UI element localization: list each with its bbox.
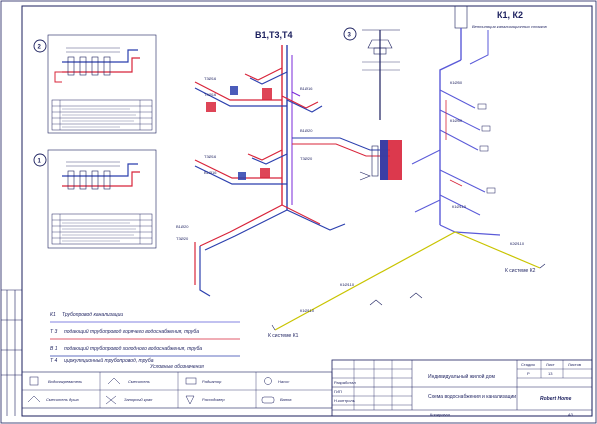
project-name: Индивидуальный жилой дом [428,373,495,380]
radiator-icon [185,377,197,385]
legend-text: циркуляционный трубопровод, труба [64,357,154,364]
inset-3: 3 [343,27,400,120]
symbols-title: Условные обозначения [150,364,204,370]
water-heater-icon [29,376,39,386]
pipe-tag: В1Ø20 [300,128,313,133]
inset-1-number: 1 [38,159,42,165]
flowmeter-icon [185,395,195,405]
inset-2-frame [47,34,157,134]
pipe-tag: В1Ø16 [204,170,217,175]
outlet-k2-label: К системе К2 [505,268,536,274]
symbol-label: Насос [278,379,289,384]
pipe-tag: Т3Ø16 [204,76,217,81]
sewer-scheme: К1Ø50 К1Ø50 К1Ø110 К2Ø110 К1Ø110 К1Ø110 … [268,5,546,339]
copied-label: Копировал [430,412,451,417]
side-note: Вентиляция канализационных стояков [472,24,547,29]
pipe-tag: К1Ø50 [450,118,463,123]
legend-text: подающий трубопровод холодного водоснабж… [64,345,202,352]
symbol-label: Запорный кран [124,397,153,402]
legend-text: подающий трубопровод горячего водоснабже… [64,328,199,335]
inset-3-number: 3 [348,33,352,39]
sewer-scheme-title: К1, К2 [497,10,523,20]
legend-code: К1 [50,312,56,318]
inset-1: 1 [33,149,157,249]
pipe-tag: Т3Ø16 [204,154,217,159]
legend-code: В 1 [50,346,58,352]
pipe-tag: К1Ø110 [452,204,467,209]
symbol-label: Ванна [280,397,292,402]
sheet-header: Лист [546,362,555,367]
pipe-tag: К1Ø50 [450,80,463,85]
symbol-label: Смеситель душа [46,397,79,402]
mixer-icon [107,377,121,385]
symbol-label: Расходомер [202,397,225,402]
inset-2-number: 2 [38,45,42,51]
water-supply-scheme: Т3Ø16 Т4Ø16 В1Ø16 Т3Ø16 В1Ø16 В1Ø20 Т3Ø2… [176,45,402,297]
symbol-label: Радиатор [202,379,222,384]
inset-2-marker [33,39,47,53]
sheet-title: Схема водоснабжения и канализации [428,394,516,400]
pump-icon [264,377,272,385]
role-norm-control: Н.контроль [334,398,355,403]
stage-header: Стадия [521,362,535,367]
format-label: А3 [568,412,574,417]
role-developer: Разработал [334,380,356,385]
legend: К1 Трубопровод канализации Т 3 подающий … [21,312,333,409]
symbol-label: Водонагреватель [48,379,82,384]
sheets-header: Листов [568,362,581,367]
legend-text: Трубопровод канализации [62,312,123,318]
shutoff-valve-icon [105,395,117,405]
water-scheme-title: В1,Т3,Т4 [255,30,293,40]
role-chief-engineer: ГИП [334,389,342,394]
pipe-tag: В1Ø20 [176,224,189,229]
pipe-tag: К1Ø110 [340,282,355,287]
title-block: Разработал ГИП Н.контроль Индивидуальный… [331,359,593,417]
legend-code: Т 3 [50,329,57,335]
legend-code: Т 4 [50,358,57,364]
pipe-tag: В1Ø16 [300,86,313,91]
left-margin-stamp [1,289,22,416]
pipe-tag: К1Ø110 [300,308,315,313]
pipe-tag: Т3Ø20 [176,236,189,241]
inset-2: 2 [33,34,157,134]
company-logo: Robert Home [540,396,572,402]
inset-3-marker [343,27,357,41]
sheet-value: 13 [548,371,553,376]
stage-value: Р [527,371,530,376]
outlet-k1-label: К системе К1 [268,333,299,339]
shower-mixer-icon [27,395,41,403]
symbol-label: Смеситель [128,379,150,384]
inset-1-frame [47,149,157,249]
inset-1-marker [33,153,47,167]
bathtub-icon [261,396,275,404]
sheet-inner-frame [21,5,593,417]
pipe-tag: Т3Ø20 [300,156,313,161]
pipe-tag: К2Ø110 [510,241,525,246]
pipe-tag: Т4Ø16 [204,92,217,97]
